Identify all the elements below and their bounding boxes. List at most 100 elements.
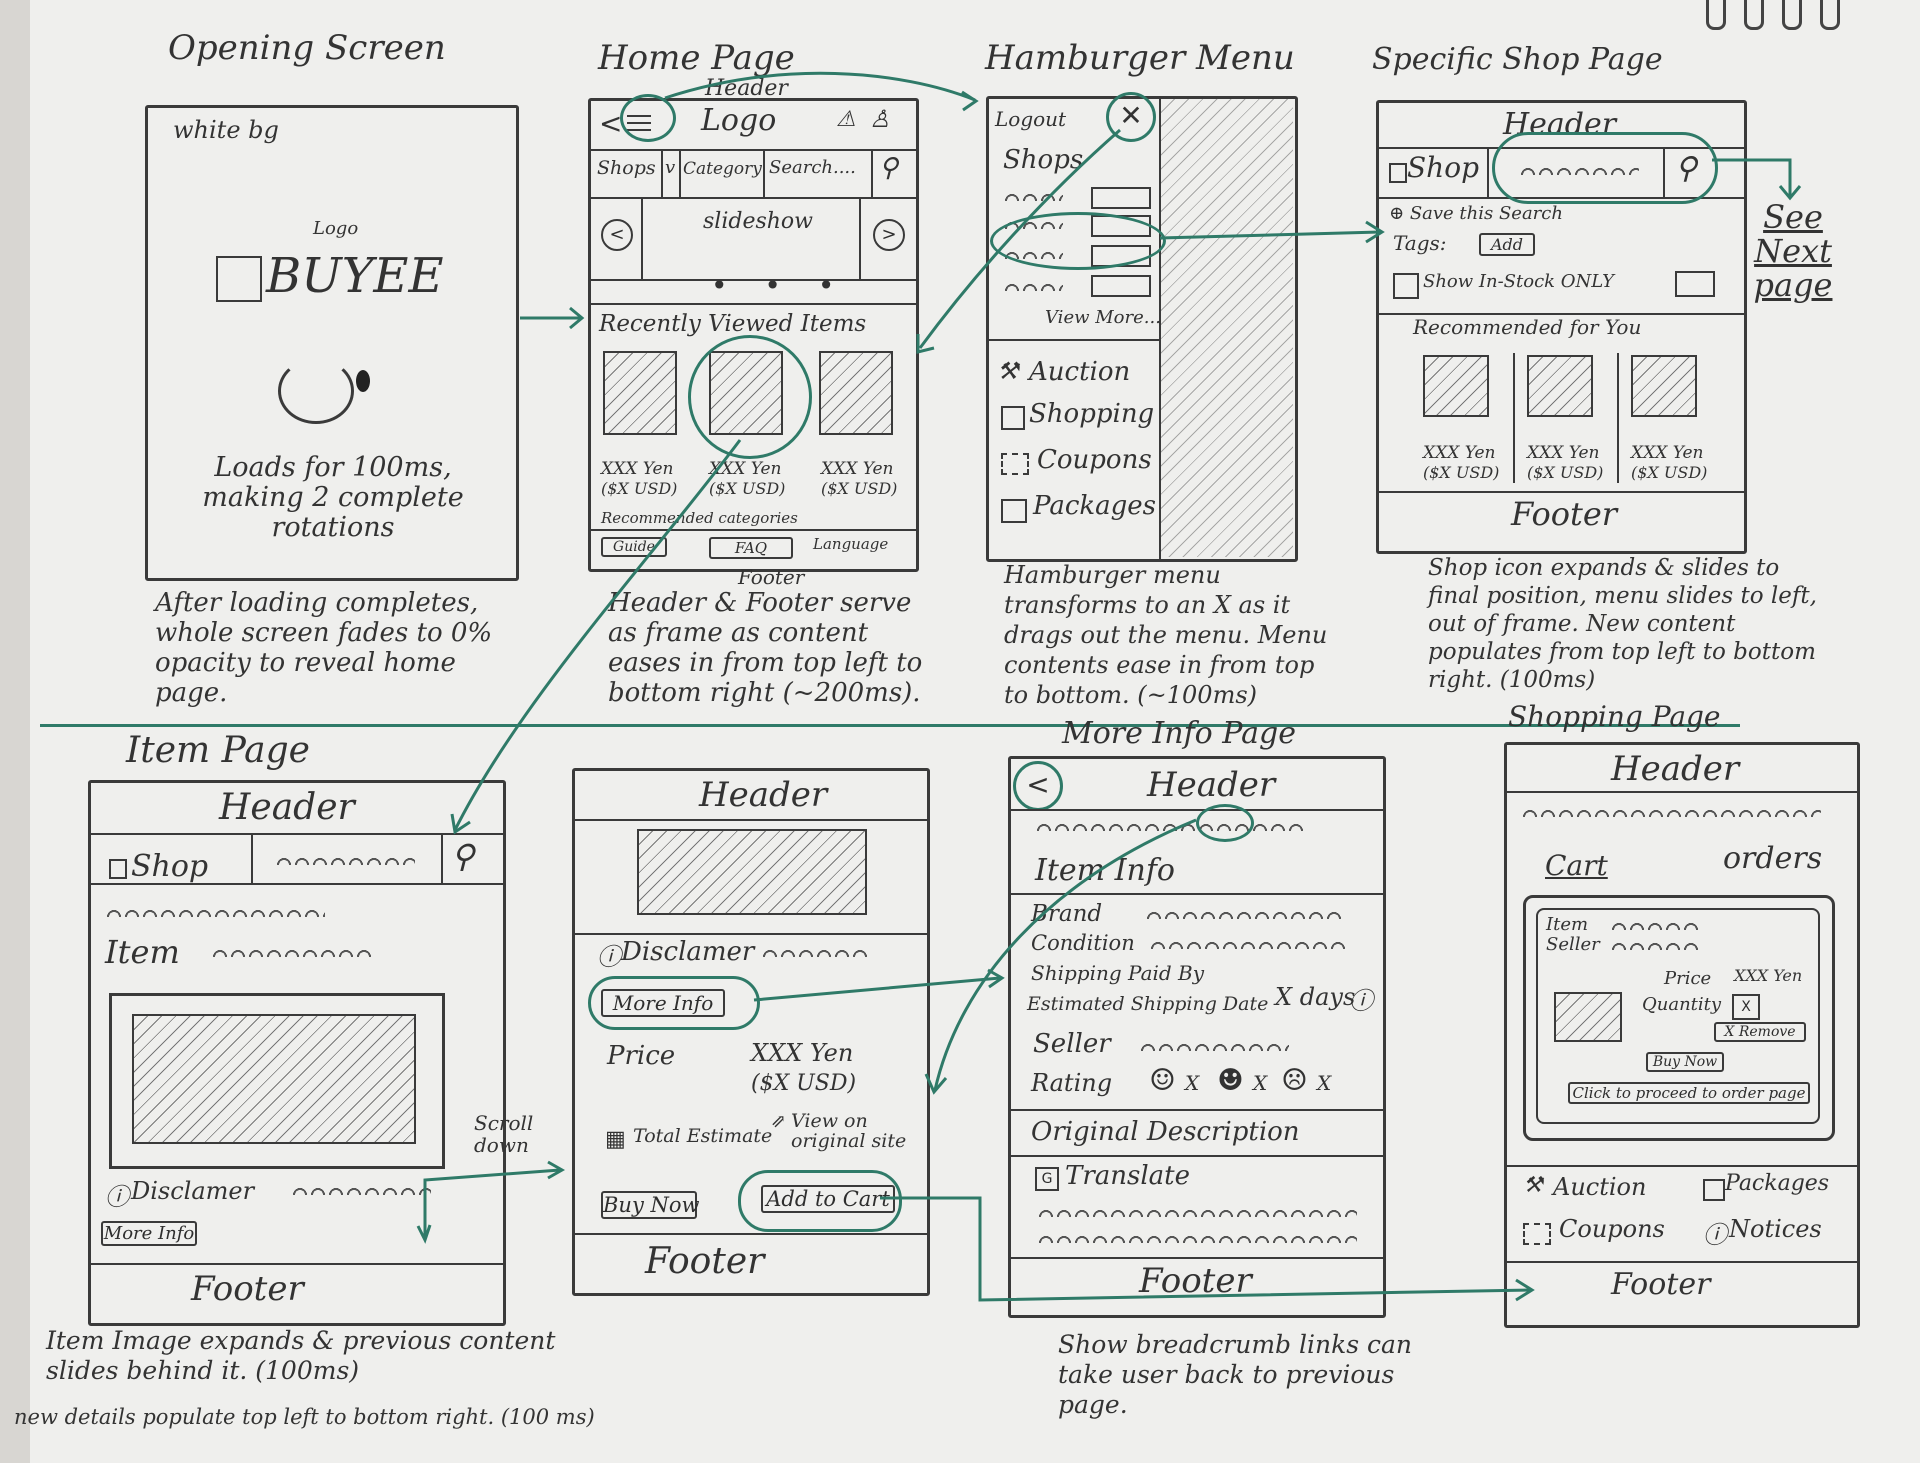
arrow-to-shop — [1159, 230, 1381, 240]
close-icon[interactable]: ✕ — [1106, 92, 1156, 142]
cart-seller-name — [1610, 940, 1700, 950]
quantity-stepper[interactable]: X — [1732, 994, 1760, 1020]
cart-tab[interactable]: Cart — [1545, 849, 1608, 882]
coupon-icon — [1001, 453, 1029, 475]
ring-icon — [1820, 0, 1840, 30]
logout-link[interactable]: Logout — [995, 107, 1067, 131]
disclaimer-text — [761, 947, 871, 957]
info-icon[interactable]: ⓘ — [1349, 987, 1373, 1015]
translate-link[interactable]: Translate — [1065, 1161, 1191, 1191]
shop-link[interactable] — [1003, 191, 1063, 201]
slideshow[interactable]: slideshow — [703, 209, 813, 234]
item-image-frame[interactable] — [109, 993, 445, 1169]
item-image[interactable] — [132, 1014, 416, 1144]
menu-shops-heading: Shops — [1003, 145, 1084, 175]
description-text — [1037, 1233, 1357, 1243]
recent-item-usd: ($X USD) — [601, 479, 678, 498]
shops-chevron-icon[interactable]: v — [665, 157, 676, 178]
slideshow-dots[interactable]: • • • — [711, 269, 849, 302]
breadcrumb[interactable] — [1035, 821, 1305, 831]
menu-auction[interactable]: Auction — [1029, 357, 1131, 387]
seller-label: Seller — [1033, 1029, 1111, 1059]
coupons-link[interactable]: Coupons — [1559, 1215, 1665, 1243]
proceed-to-order-button[interactable]: Click to proceed to order page — [1568, 1082, 1810, 1104]
notification-icon[interactable]: ⚠ — [836, 107, 856, 132]
recommended-item-image[interactable] — [1631, 355, 1697, 417]
category-dropdown[interactable]: Category — [683, 159, 762, 179]
account-icon[interactable]: ♙ — [869, 105, 891, 133]
filter-icon[interactable] — [1675, 271, 1715, 297]
menu-packages[interactable]: Packages — [1033, 491, 1157, 521]
brand-value — [1145, 909, 1345, 919]
buy-now-button[interactable]: Buy Now — [1646, 1052, 1724, 1072]
recommended-item-image[interactable] — [1527, 355, 1593, 417]
notices-link[interactable]: Notices — [1729, 1215, 1822, 1243]
original-description-heading: Original Description — [1031, 1117, 1300, 1147]
coupon-icon — [1523, 1223, 1551, 1245]
save-search-link[interactable]: ⊕ Save this Search — [1389, 203, 1563, 224]
slideshow-next-icon[interactable]: > — [873, 219, 905, 251]
view-original-link[interactable]: View on original site — [791, 1110, 907, 1152]
search-icon[interactable]: ⚲ — [451, 837, 475, 875]
calculator-icon: ▦ — [605, 1127, 626, 1152]
dimmed-page-overlay[interactable] — [1161, 99, 1293, 557]
shop-search-input[interactable] — [1519, 165, 1639, 175]
shop-icon — [109, 859, 127, 879]
shop-link[interactable] — [1003, 281, 1063, 291]
auction-link[interactable]: Auction — [1553, 1173, 1647, 1201]
home-page-frame: < Logo ⚠ ♙ Shops v Category Search.... ⚲… — [588, 98, 919, 572]
shop-link-box[interactable] — [1091, 187, 1151, 209]
opening-title: Opening Screen — [168, 28, 446, 68]
ring-icon — [1706, 0, 1726, 30]
item-image[interactable] — [637, 829, 867, 915]
add-tag-button[interactable]: Add — [1479, 233, 1535, 256]
cart-item-image[interactable] — [1554, 992, 1622, 1042]
recent-item-image[interactable] — [819, 351, 893, 435]
opening-screen-frame: white bg Logo BUYEE Loads for 100ms, mak… — [145, 105, 519, 581]
disclaimer-text — [291, 1185, 431, 1195]
recommended-categories[interactable]: Recommended categories — [601, 509, 798, 527]
item-shop-link[interactable]: Shop — [131, 849, 209, 884]
guide-link[interactable]: Guide — [601, 537, 667, 557]
faq-link[interactable]: FAQ — [709, 537, 793, 559]
item-search-input[interactable] — [275, 855, 415, 865]
home-logo[interactable]: Logo — [701, 103, 777, 138]
see-next-page-note: See Next page — [1753, 198, 1833, 304]
rating-label: Rating — [1031, 1069, 1113, 1097]
search-highlight — [1492, 132, 1718, 204]
remove-button[interactable]: X Remove — [1714, 1022, 1806, 1042]
arrow-to-more-info — [753, 976, 1001, 1002]
add-to-cart-highlight — [738, 1170, 902, 1232]
quantity-label: Quantity — [1642, 994, 1722, 1015]
buy-now-button[interactable]: Buy Now — [601, 1191, 700, 1219]
orders-tab[interactable]: orders — [1723, 841, 1823, 876]
recommended-usd: ($X USD) — [1631, 463, 1708, 482]
shipping-paid-label: Shipping Paid By — [1031, 961, 1205, 985]
seller-value[interactable] — [1139, 1041, 1289, 1051]
cart-item-name — [1610, 920, 1700, 930]
in-stock-checkbox[interactable] — [1393, 273, 1419, 299]
recommended-usd: ($X USD) — [1423, 463, 1500, 482]
menu-shopping[interactable]: Shopping — [1029, 399, 1155, 429]
recommended-title: Recommended for You — [1413, 315, 1642, 339]
total-estimate-link[interactable]: Total Estimate — [633, 1125, 773, 1147]
shop-link-box[interactable] — [1091, 275, 1151, 297]
search-icon[interactable]: ⚲ — [879, 153, 899, 183]
menu-coupons[interactable]: Coupons — [1037, 445, 1152, 475]
packages-link[interactable]: Packages — [1725, 1171, 1830, 1196]
home-search-input[interactable]: Search.... — [769, 157, 856, 178]
view-more-link[interactable]: View More... — [1045, 307, 1161, 328]
breadcrumb[interactable] — [105, 907, 325, 917]
shop-label[interactable]: Shop — [1407, 151, 1479, 184]
breadcrumb[interactable] — [1521, 807, 1821, 817]
recommended-item-image[interactable] — [1423, 355, 1489, 417]
more-info-frame: < Header Item Info Brand Condition Shipp… — [1008, 756, 1386, 1318]
back-icon[interactable]: < — [599, 107, 623, 140]
recent-item-image[interactable] — [603, 351, 677, 435]
more-info-button[interactable]: More Info — [101, 1221, 197, 1246]
home-footer-label: Footer — [738, 565, 805, 589]
shops-dropdown[interactable]: Shops — [597, 157, 656, 179]
language-link[interactable]: Language — [813, 535, 889, 553]
add-to-cart-button[interactable]: Add to Cart — [761, 1185, 895, 1213]
slideshow-prev-icon[interactable]: < — [601, 219, 633, 251]
